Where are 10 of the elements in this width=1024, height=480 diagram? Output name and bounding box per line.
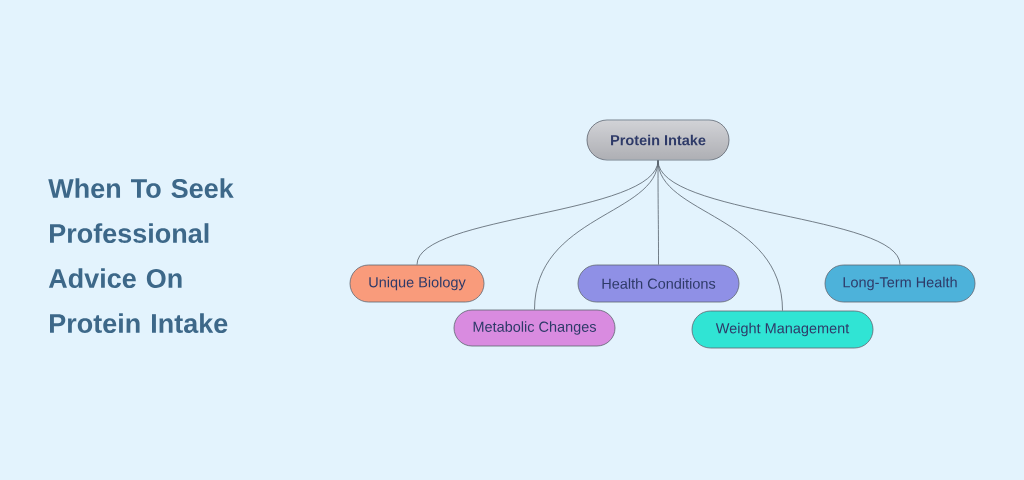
rounded-box: Health Conditions [577, 264, 740, 303]
connector-line [657, 160, 659, 265]
rounded-box: Metabolic Changes [453, 309, 616, 347]
rounded-box: Long-Term Health [824, 264, 976, 303]
title: When To Seek Professional Advice On Protein Intake [48, 178, 234, 334]
connector-line [657, 160, 783, 311]
rounded-box: Weight Management [691, 310, 874, 349]
connector-line [657, 160, 901, 265]
rounded-box: Unique Biology [349, 264, 485, 303]
rounded-box: Protein Intake [586, 119, 730, 161]
